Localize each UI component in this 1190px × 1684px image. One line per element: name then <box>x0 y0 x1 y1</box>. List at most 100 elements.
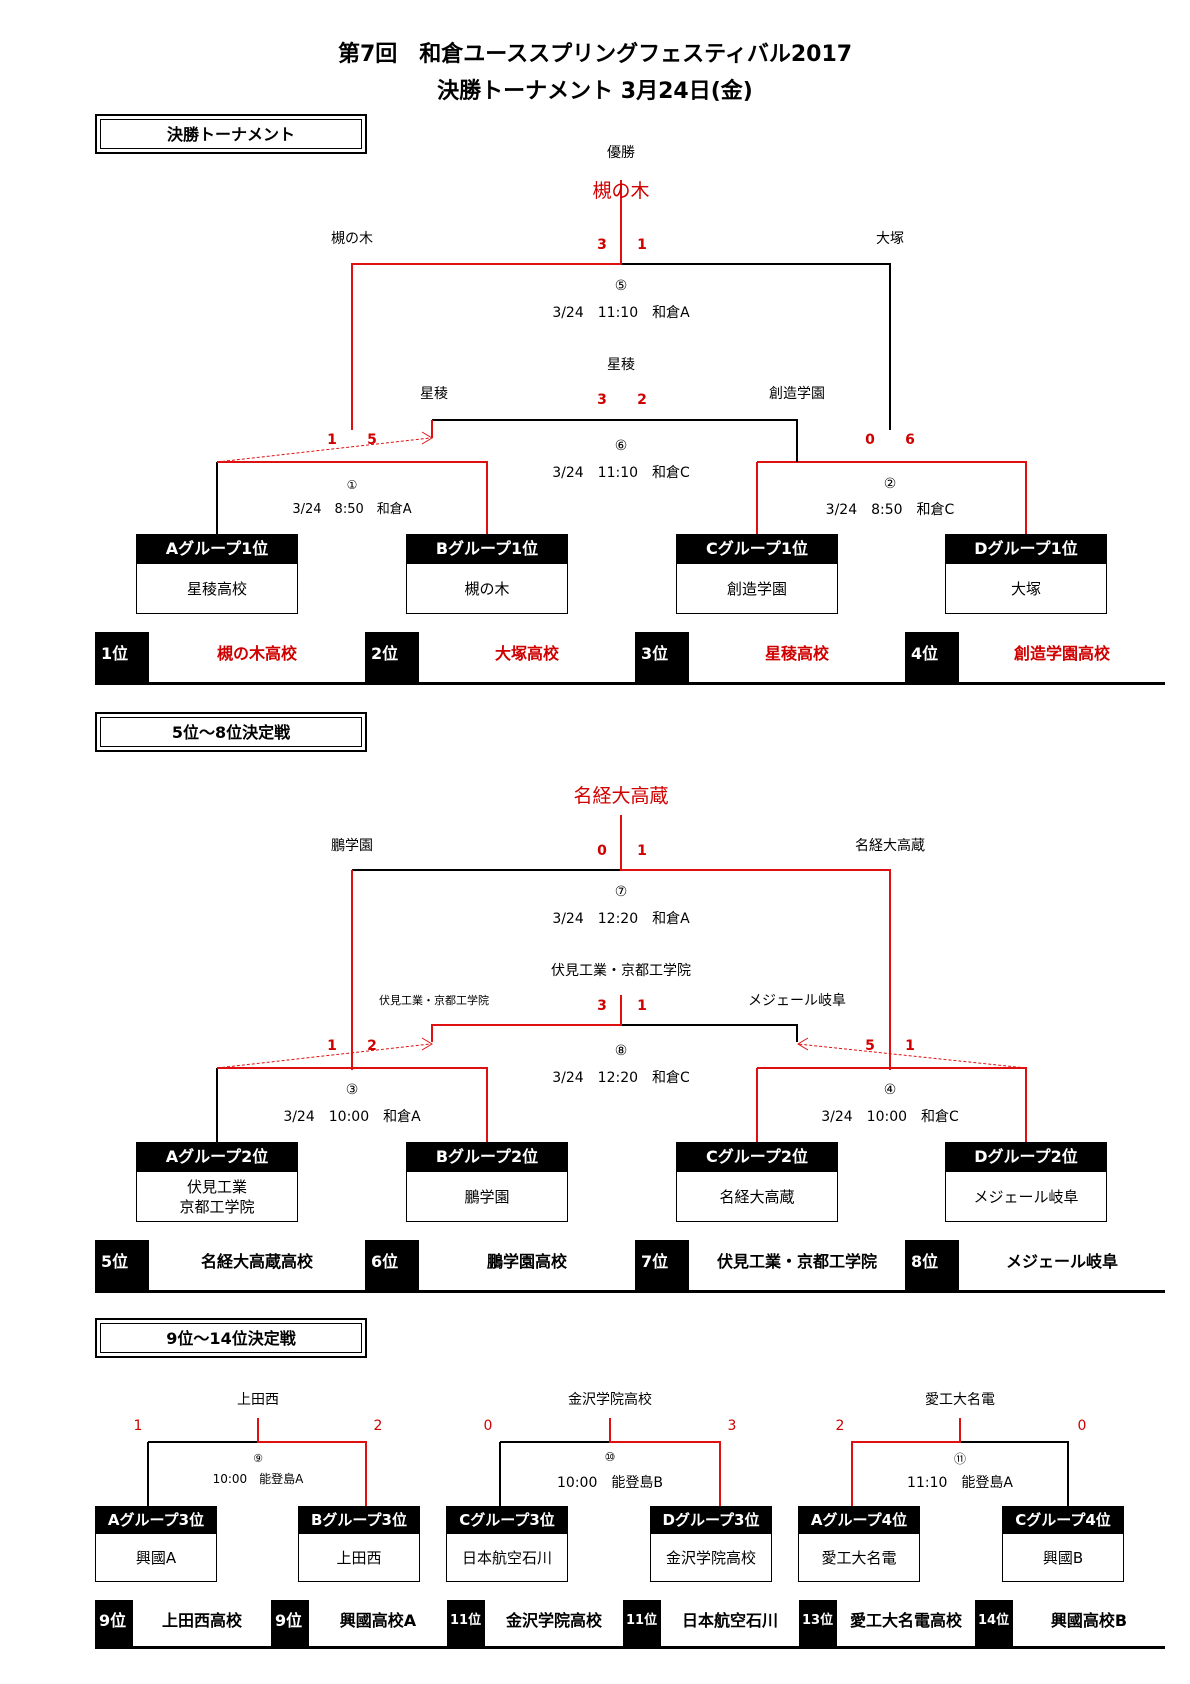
rank-team: 愛工大名電高校 <box>849 1611 962 1630</box>
m3-match-number: ③ <box>345 1082 359 1098</box>
m9-match-number: ⑨ <box>253 1452 263 1465</box>
third-score-left: 3 <box>597 392 607 408</box>
rank-team: 槻の木高校 <box>216 644 297 663</box>
team-name: メジェール岐阜 <box>945 1172 1107 1222</box>
m4-match-info: 3/24 10:00 和倉C <box>821 1109 959 1125</box>
m3-score-left: 1 <box>327 1038 337 1054</box>
s2-final-match-number: ⑦ <box>614 884 628 900</box>
team-group-label: Cグループ2位 <box>676 1142 838 1172</box>
team-group-label: Aグループ3位 <box>95 1506 217 1534</box>
rank-team: 創造学園高校 <box>1013 644 1110 663</box>
team-card: Cグループ2位名経大高蔵 <box>676 1142 838 1222</box>
team-name-line2: 京都工学院 <box>179 1197 255 1216</box>
team-name: 上田西 <box>298 1534 420 1582</box>
rank-label: 2位 <box>365 632 419 682</box>
team-group-label: Cグループ3位 <box>446 1506 568 1534</box>
s2-final-right-team: 名経大高蔵 <box>855 838 925 854</box>
section-9to14-title: 9位～14位決定戦 <box>100 1323 362 1353</box>
m11-match-number: ⑪ <box>953 1452 967 1466</box>
rank-label: 1位 <box>95 632 149 682</box>
section2-winner: 名経大高蔵 <box>573 785 669 807</box>
section-9to14-header: 9位～14位決定戦 <box>95 1318 367 1358</box>
team-group-label: Dグループ3位 <box>650 1506 772 1534</box>
rank-label: 3位 <box>635 632 689 682</box>
rank-team: 興國高校B <box>1050 1611 1128 1630</box>
rank-label: 14位 <box>975 1600 1013 1646</box>
s2-third-winner: 伏見工業・京都工学院 <box>551 963 691 979</box>
third-match-number: ⑥ <box>614 438 628 454</box>
m4-score-right: 1 <box>905 1038 915 1054</box>
team-card: Cグループ4位興國B <box>1002 1506 1124 1582</box>
s2-third-right-team: メジェール岐阜 <box>748 993 846 1009</box>
rank-team: 日本航空石川 <box>681 1611 778 1630</box>
section-final-title: 決勝トーナメント <box>100 119 362 149</box>
third-winner: 星稜 <box>607 357 635 373</box>
team-name: 興國A <box>95 1534 217 1582</box>
team-card: Bグループ3位上田西 <box>298 1506 420 1582</box>
team-name: 星稜高校 <box>136 564 298 614</box>
s2-third-match-info: 3/24 12:20 和倉C <box>552 1070 690 1086</box>
third-score-right: 2 <box>637 392 647 408</box>
final-match-number: ⑤ <box>614 278 628 294</box>
team-group-label: Cグループ4位 <box>1002 1506 1124 1534</box>
team-card: Cグループ1位創造学園 <box>676 534 838 614</box>
m10-match-info: 10:00 能登島B <box>557 1475 663 1491</box>
team-name: 名経大高蔵 <box>676 1172 838 1222</box>
final-match-info: 3/24 11:10 和倉A <box>552 305 690 321</box>
s2-final-score-right: 1 <box>637 843 647 859</box>
rank-team: 名経大高蔵高校 <box>200 1252 313 1271</box>
team-group-label: Bグループ1位 <box>406 534 568 564</box>
m2-score-right: 6 <box>905 432 915 448</box>
page-title: 第7回 和倉ユーススプリングフェスティバル2017 <box>337 42 853 67</box>
team-name: 伏見工業京都工学院 <box>136 1172 298 1222</box>
section-5to8-title: 5位～8位決定戦 <box>100 717 362 747</box>
m2-score-left: 0 <box>865 432 875 448</box>
team-card: Aグループ3位興國A <box>95 1506 217 1582</box>
m9-winner: 上田西 <box>237 1392 279 1408</box>
final-score-left: 3 <box>597 237 607 253</box>
m1-match-number: ① <box>346 478 358 492</box>
m2-match-info: 3/24 8:50 和倉C <box>825 502 955 518</box>
team-name: 創造学園 <box>676 564 838 614</box>
team-group-label: Aグループ4位 <box>798 1506 920 1534</box>
rank-label: 11位 <box>623 1600 661 1646</box>
team-group-label: Cグループ1位 <box>676 534 838 564</box>
rank-label: 9位 <box>95 1600 133 1646</box>
s2-final-match-info: 3/24 12:20 和倉A <box>552 911 690 927</box>
s2-third-match-number: ⑧ <box>614 1043 628 1059</box>
m9-score-left: 1 <box>133 1418 143 1434</box>
third-left-team: 星稜 <box>420 386 448 402</box>
champion-label: 優勝 <box>607 145 635 161</box>
team-group-label: Bグループ2位 <box>406 1142 568 1172</box>
m1-score-right: 5 <box>367 432 377 448</box>
team-group-label: Aグループ2位 <box>136 1142 298 1172</box>
m11-match-info: 11:10 能登島A <box>907 1475 1013 1491</box>
team-name: 愛工大名電 <box>798 1534 920 1582</box>
ranking-row: 9位 上田西高校 9位 興國高校A 11位 金沢学院高校 11位 日本航空石川 … <box>95 1600 1165 1649</box>
team-name: 槻の木 <box>406 564 568 614</box>
rank-label: 8位 <box>905 1240 959 1290</box>
champion-name: 槻の木 <box>592 180 650 202</box>
team-card: Bグループ1位槻の木 <box>406 534 568 614</box>
s2-final-score-left: 0 <box>597 843 607 859</box>
team-group-label: Dグループ1位 <box>945 534 1107 564</box>
team-card: Bグループ2位鵬学園 <box>406 1142 568 1222</box>
m10-winner: 金沢学院高校 <box>568 1392 652 1408</box>
rank-team: 星稜高校 <box>764 644 829 663</box>
s2-third-left-team: 伏見工業・京都工学院 <box>379 994 489 1007</box>
m4-score-left: 5 <box>865 1038 875 1054</box>
m9-match-info: 10:00 能登島A <box>212 1472 304 1486</box>
section-5to8-header: 5位～8位決定戦 <box>95 712 367 752</box>
team-group-label: Bグループ3位 <box>298 1506 420 1534</box>
team-name: 大塚 <box>945 564 1107 614</box>
page-subtitle: 決勝トーナメント 3月24日(金) <box>437 79 753 104</box>
rank-team: 伏見工業・京都工学院 <box>716 1252 877 1271</box>
s2-third-score-right: 1 <box>637 998 647 1014</box>
rank-label: 6位 <box>365 1240 419 1290</box>
m10-score-right: 3 <box>727 1418 737 1434</box>
team-name: 金沢学院高校 <box>650 1534 772 1582</box>
team-card: Aグループ2位伏見工業京都工学院 <box>136 1142 298 1222</box>
m3-match-info: 3/24 10:00 和倉A <box>283 1109 421 1125</box>
rank-label: 9位 <box>271 1600 309 1646</box>
